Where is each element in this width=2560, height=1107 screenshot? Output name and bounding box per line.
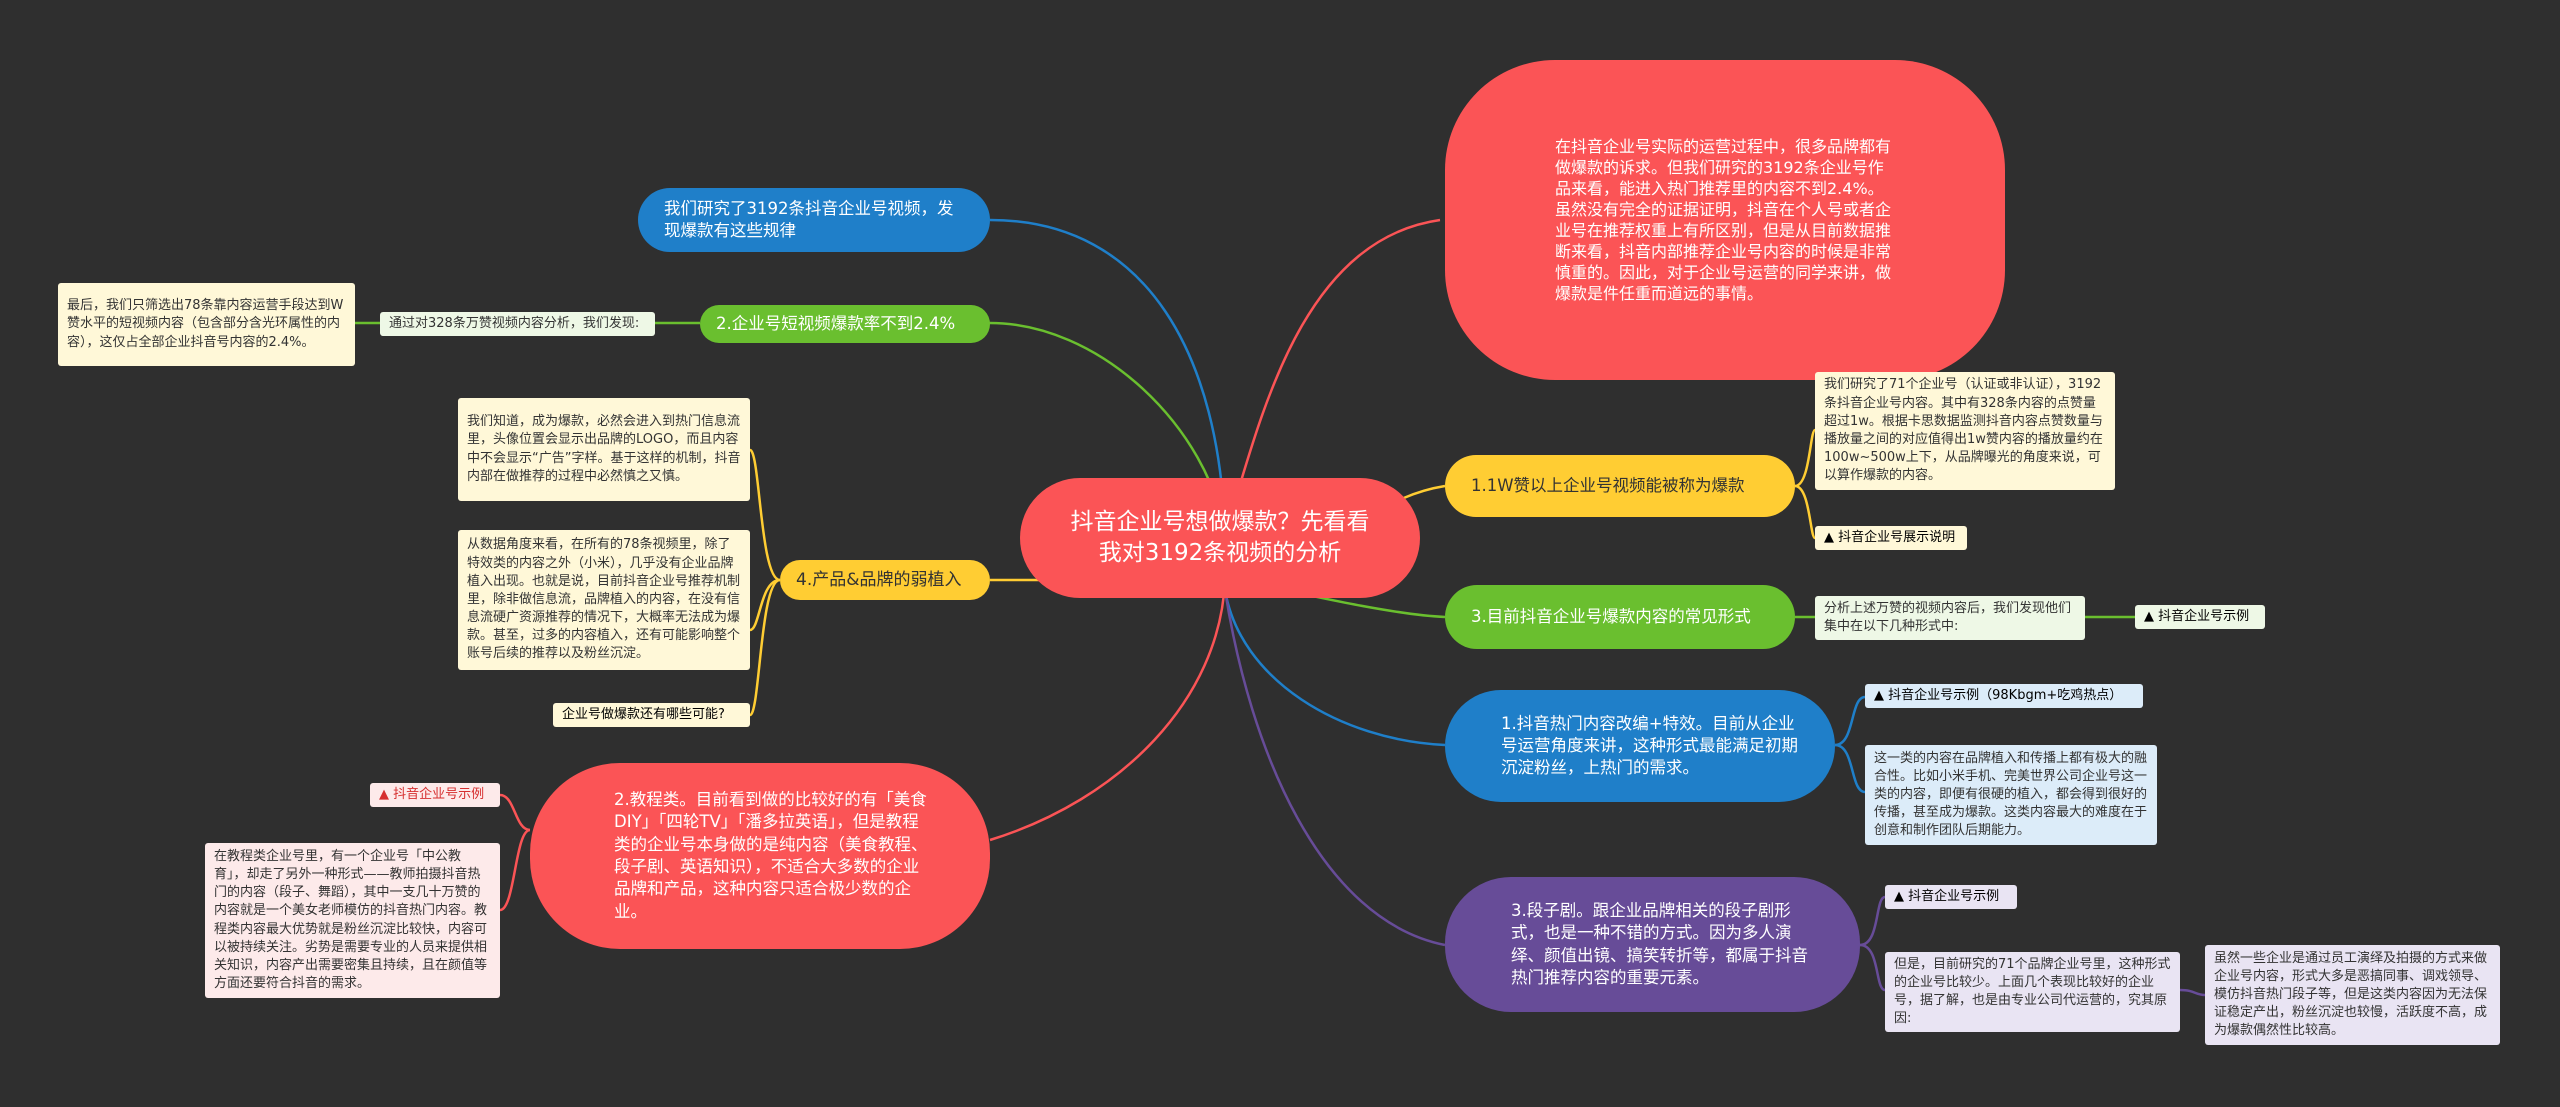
skit-tag[interactable]: ▲ 抖音企业号示例 xyxy=(1885,885,2017,909)
w-detail-text: 我们研究了71个企业号（认证或非认证），3192条抖音企业号内容。其中有328条… xyxy=(1824,377,2103,484)
skit-note[interactable]: 但是，目前研究的71个品牌企业号里，这种形式的企业号比较少。上面几个表现比较好的… xyxy=(1885,952,2180,1032)
rate-label: 2.企业号短视频爆款率不到2.4% xyxy=(716,313,956,333)
forms-note[interactable]: 分析上述万赞的视频内容后，我们发现他们集中在以下几种形式中: xyxy=(1815,596,2085,640)
w-tag-text: ▲ 抖音企业号展示说明 xyxy=(1824,530,1956,546)
hot-tag-text: ▲ 抖音企业号示例（98Kbgm+吃鸡热点） xyxy=(1874,688,2123,704)
forms-tag-text: ▲ 抖音企业号示例 xyxy=(2144,609,2250,625)
tutorial-detail-note[interactable]: 在教程类企业号里，有一个企业号「中公教育」，却走了另外一种形式——教师拍摄抖音热… xyxy=(205,843,500,998)
intro-summary[interactable]: 在抖音企业号实际的运营过程中，很多品牌都有做爆款的诉求。但我们研究的3192条企… xyxy=(1445,60,2005,380)
w-detail-note[interactable]: 我们研究了71个企业号（认证或非认证），3192条抖音企业号内容。其中有328条… xyxy=(1815,372,2115,490)
tutorial-tag-text: ▲ 抖音企业号示例 xyxy=(379,787,485,803)
forms-note-text: 分析上述万赞的视频内容后，我们发现他们集中在以下几种形式中: xyxy=(1824,600,2072,634)
forms-tag[interactable]: ▲ 抖音企业号示例 xyxy=(2135,605,2265,629)
branch-forms[interactable]: 3.目前抖音企业号爆款内容的常见形式 xyxy=(1445,585,1795,649)
product-note-3[interactable]: 企业号做爆款还有哪些可能? xyxy=(553,703,750,727)
branch-product[interactable]: 4.产品&品牌的弱植入 xyxy=(780,560,990,600)
skit-note-2-text: 虽然一些企业是通过员工演绎及拍摄的方式来做企业号内容，形式大多是恶搞同事、调戏领… xyxy=(2214,950,2488,1039)
tutorial-detail-text: 在教程类企业号里，有一个企业号「中公教育」，却走了另外一种形式——教师拍摄抖音热… xyxy=(214,848,488,992)
hot-note-text: 这一类的内容在品牌植入和传播上都有极大的融合性。比如小米手机、完美世界公司企业号… xyxy=(1874,750,2148,839)
skit-note-2[interactable]: 虽然一些企业是通过员工演绎及拍摄的方式来做企业号内容，形式大多是恶搞同事、调戏领… xyxy=(2205,945,2500,1045)
forms-label: 3.目前抖音企业号爆款内容的常见形式 xyxy=(1471,606,1751,626)
product-note-1[interactable]: 我们知道，成为爆款，必然会进入到热门信息流里，头像位置会显示出品牌的LOGO，而… xyxy=(458,398,750,501)
root-topic[interactable]: 抖音企业号想做爆款？先看看我对3192条视频的分析 xyxy=(1020,478,1420,598)
skit-note-text: 但是，目前研究的71个品牌企业号里，这种形式的企业号比较少。上面几个表现比较好的… xyxy=(1894,956,2171,1027)
w-tag[interactable]: ▲ 抖音企业号展示说明 xyxy=(1815,526,1967,550)
product-note-3-text: 企业号做爆款还有哪些可能? xyxy=(562,707,725,723)
product-note-1-text: 我们知道，成为爆款，必然会进入到热门信息流里，头像位置会显示出品牌的LOGO，而… xyxy=(467,414,741,484)
hot-label: 1.抖音热门内容改编+特效。目前从企业号运营角度来讲，这种形式最能满足初期沉淀粉… xyxy=(1501,713,1798,778)
edge-tutorial xyxy=(989,579,1227,842)
hot-note[interactable]: 这一类的内容在品牌植入和传播上都有极大的融合性。比如小米手机、完美世界公司企业号… xyxy=(1865,745,2157,845)
branch-skit[interactable]: 3.段子剧。跟企业品牌相关的段子剧形式，也是一种不错的方式。因为多人演绎、颜值出… xyxy=(1445,877,1860,1012)
root-text: 抖音企业号想做爆款？先看看我对3192条视频的分析 xyxy=(1070,508,1370,566)
edge-hot xyxy=(1223,589,1446,747)
rate-detail-note[interactable]: 最后，我们只筛选出78条靠内容运营手段达到W赞水平的短视频内容（包含部分含光环属… xyxy=(58,283,355,366)
skit-label: 3.段子剧。跟企业品牌相关的段子剧形式，也是一种不错的方式。因为多人演绎、颜值出… xyxy=(1511,900,1808,987)
branch-rate[interactable]: 2.企业号短视频爆款率不到2.4% xyxy=(700,305,990,343)
rate-sub-note[interactable]: 通过对328条万赞视频内容分析，我们发现: xyxy=(380,312,655,336)
tutorial-text: 2.教程类。目前看到做的比较好的有「美食DIY」「四轮TV」「潘多拉英语」，但是… xyxy=(614,790,928,921)
product-label: 4.产品&品牌的弱植入 xyxy=(796,569,962,590)
rate-detail-text: 最后，我们只筛选出78条靠内容运营手段达到W赞水平的短视频内容（包含部分含光环属… xyxy=(67,298,344,350)
branch-hot-content[interactable]: 1.抖音热门内容改编+特效。目前从企业号运营角度来讲，这种形式最能满足初期沉淀粉… xyxy=(1445,690,1835,802)
branch-1w-likes[interactable]: 1.1W赞以上企业号视频能被称为爆款 xyxy=(1445,455,1795,517)
w-label: 1.1W赞以上企业号视频能被称为爆款 xyxy=(1471,475,1745,495)
edge-research xyxy=(989,218,1227,536)
hot-tag[interactable]: ▲ 抖音企业号示例（98Kbgm+吃鸡热点） xyxy=(1865,684,2143,708)
product-note-2-text: 从数据角度来看，在所有的78条视频里，除了特效类的内容之外（小米），几乎没有企业… xyxy=(467,537,741,662)
edge-skit xyxy=(1223,589,1446,947)
intro-text: 在抖音企业号实际的运营过程中，很多品牌都有做爆款的诉求。但我们研究的3192条企… xyxy=(1555,136,1892,304)
branch-tutorial[interactable]: 2.教程类。目前看到做的比较好的有「美食DIY」「四轮TV」「潘多拉英语」，但是… xyxy=(530,763,990,949)
product-note-2[interactable]: 从数据角度来看，在所有的78条视频里，除了特效类的内容之外（小米），几乎没有企业… xyxy=(458,530,750,670)
skit-tag-text: ▲ 抖音企业号示例 xyxy=(1894,889,2000,905)
research-label: 我们研究了3192条抖音企业号视频，发现爆款有这些规律 xyxy=(664,198,954,240)
branch-research[interactable]: 我们研究了3192条抖音企业号视频，发现爆款有这些规律 xyxy=(638,188,990,252)
rate-sub-text: 通过对328条万赞视频内容分析，我们发现: xyxy=(389,316,640,332)
tutorial-example-tag[interactable]: ▲ 抖音企业号示例 xyxy=(370,783,500,807)
